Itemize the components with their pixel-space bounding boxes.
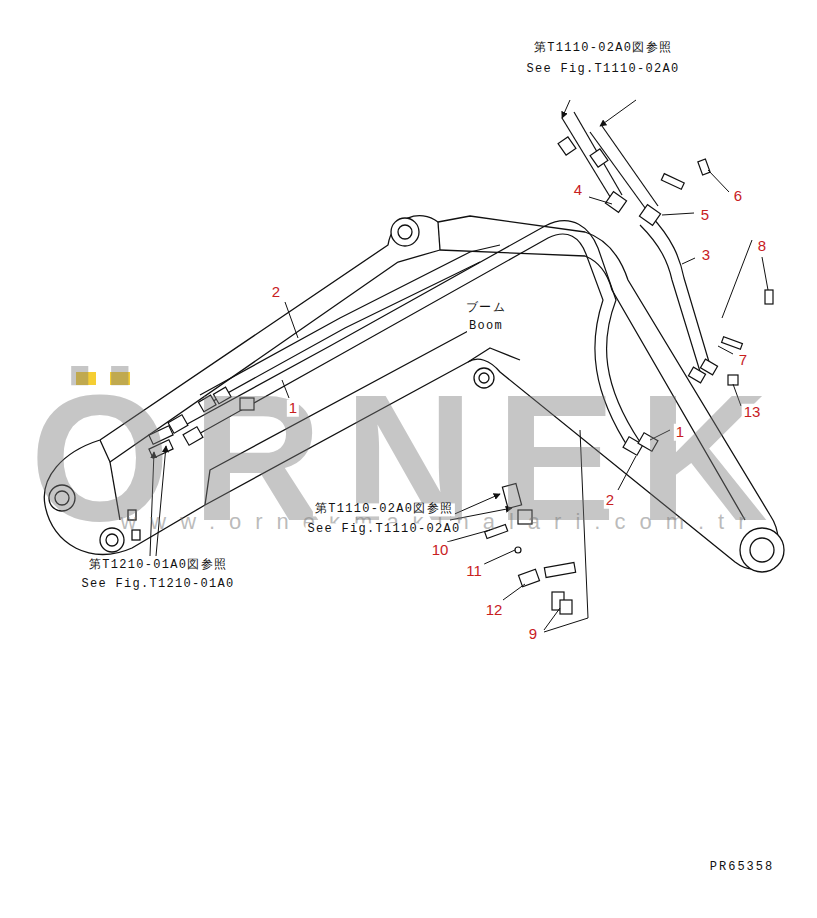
leader-lines-part: [482, 550, 515, 565]
leader-lines-part: [544, 608, 560, 630]
fittings-part: [661, 174, 684, 190]
leader-lines-part: [722, 240, 752, 318]
boom-outline-part: [468, 348, 520, 362]
leader-lines-part: [503, 584, 525, 600]
fittings-part: [518, 569, 539, 586]
leader-lines-part: [718, 346, 733, 354]
leader-lines-part: [589, 197, 612, 204]
callout-number: 6: [732, 188, 744, 205]
boss-circles-part: [398, 225, 412, 239]
part-title: Boom: [467, 320, 505, 333]
fittings-part: [605, 192, 626, 213]
fittings-part: [560, 600, 572, 614]
callout-number: 7: [737, 352, 749, 369]
leader-lines-part: [708, 170, 729, 192]
boom-outline-part: [438, 222, 440, 250]
callout-number: 12: [484, 602, 505, 619]
callout-number: 1: [674, 424, 686, 441]
callout-number: 11: [464, 563, 484, 580]
callout-number: 4: [572, 182, 584, 199]
reference-note: See Fig.T1110-02A0: [305, 523, 462, 536]
fittings-part: [544, 562, 575, 577]
fittings-part: [722, 337, 743, 349]
callout-number: 8: [756, 238, 768, 255]
fittings-part: [698, 159, 710, 175]
callout-number: 9: [527, 626, 539, 643]
boom-pipes-part: [650, 215, 712, 372]
fittings-part: [558, 137, 576, 155]
leader-lines-part: [682, 258, 695, 264]
reference-note: 第T1210-01A0図参照: [87, 559, 229, 572]
reference-arrows-part: [562, 100, 570, 118]
leader-lines-part: [285, 302, 298, 338]
reference-note: See Fig.T1210-01A0: [79, 578, 236, 591]
leader-lines-part: [762, 257, 768, 290]
callout-number: 10: [430, 542, 451, 559]
callout-number: 5: [699, 207, 711, 224]
callout-number: 3: [700, 247, 712, 264]
boss-circles-part: [391, 218, 419, 246]
reference-arrows-part: [600, 100, 636, 126]
callout-number: 13: [742, 404, 763, 421]
reference-note: 第T1110-02A0図参照: [313, 503, 455, 516]
boom-pipes-part: [602, 126, 658, 206]
fittings-part: [765, 290, 773, 304]
boom-pipes-part: [590, 132, 648, 212]
reference-note: 第T1110-02A0図参照: [532, 42, 674, 55]
leader-lines-part: [662, 213, 694, 215]
drawing-code: PR65358: [710, 861, 774, 874]
fittings-part: [590, 149, 608, 167]
callout-number: 2: [270, 284, 282, 301]
fittings-part: [639, 205, 660, 226]
boom-pipes-part: [640, 225, 702, 378]
part-title: ブーム: [464, 302, 508, 315]
callout-number: 2: [604, 492, 616, 509]
callout-number: 1: [287, 400, 299, 417]
reference-note: See Fig.T1110-02A0: [524, 63, 681, 76]
